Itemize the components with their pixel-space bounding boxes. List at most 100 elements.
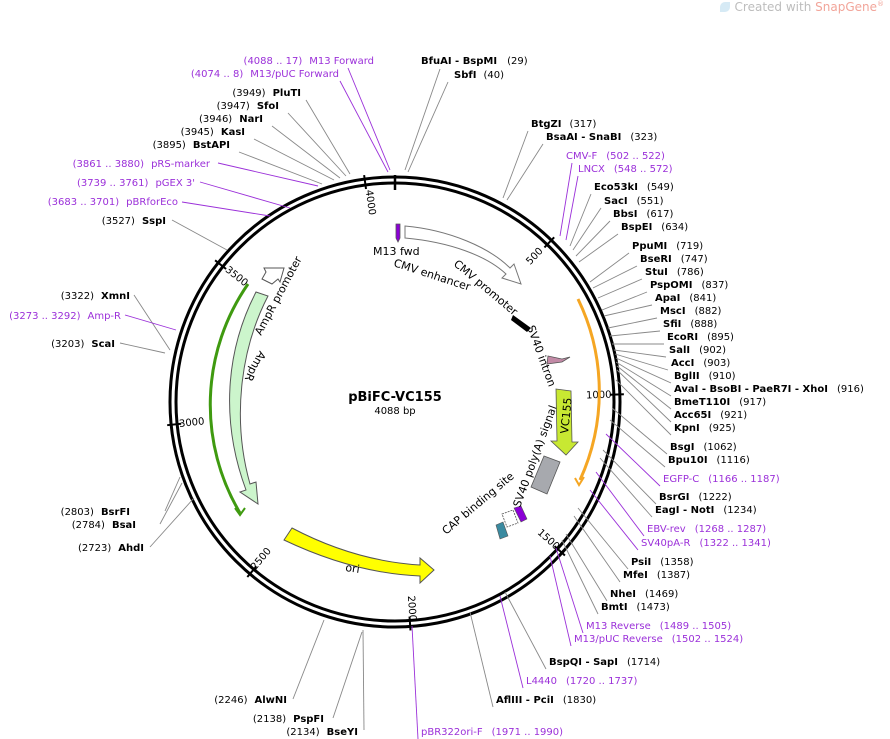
site-sep: - [698, 384, 709, 395]
feature-label-vc155: VC155 [558, 397, 575, 434]
primer-pos: (1971 .. 1990) [492, 727, 564, 738]
site-pos: (1469) [645, 589, 678, 600]
primer-name: EGFP-C [663, 474, 699, 485]
snapgene-watermark: Created with SnapGene® [719, 0, 884, 14]
site-pos: (1714) [627, 657, 660, 668]
site-leader-line [569, 193, 592, 247]
site-leader-line [407, 81, 449, 173]
site-name-2: PciI [533, 695, 553, 706]
vc155-feature [549, 388, 579, 456]
primer-leader-line [181, 201, 271, 217]
site-label: SfiI(888) [663, 319, 717, 330]
cap-binding-feature [495, 521, 509, 540]
site-name: PpuMI [632, 241, 667, 252]
feature-label-m13-fwd: M13 fwd [373, 245, 420, 258]
primer-label: (4074 .. 8)M13/pUC Forward [191, 69, 339, 80]
site-name: KpnI [674, 423, 700, 434]
sv40-intron-feature [546, 355, 571, 365]
primer-pos: (1268 .. 1287) [695, 524, 767, 535]
site-pos: (882) [695, 306, 722, 317]
primer-name: Amp-R [88, 311, 122, 322]
orange-arc-end [574, 476, 585, 487]
site-pos: (1222) [698, 492, 731, 503]
site-pos: (910) [709, 371, 736, 382]
site-name: XmnI [101, 291, 130, 302]
site-name: AccI [671, 358, 694, 369]
site-pos: (925) [709, 423, 736, 434]
site-name: Acc65I [674, 410, 711, 421]
site-pos: (719) [676, 241, 703, 252]
primer-label: (3273 .. 3292)Amp-R [9, 311, 121, 322]
primer-label: M13/pUC Reverse(1502 .. 1524) [574, 634, 743, 645]
site-label: BspQI - SapI(1714) [549, 657, 660, 668]
site-label: AflIII - PciI(1830) [496, 695, 596, 706]
primer-label: EBV-rev (1268 .. 1287) [647, 524, 766, 535]
site-leader-line [601, 291, 648, 311]
site-label: (2784)BsaI [72, 520, 136, 531]
site-name: BfuAI [421, 56, 452, 67]
site-leader-line [578, 233, 619, 263]
site-label: PspOMI(837) [650, 280, 728, 291]
site-label: BseRI(747) [640, 254, 708, 265]
tick-mark [246, 565, 258, 578]
site-pos: (3322) [61, 291, 94, 302]
site-pos: (2784) [72, 520, 105, 531]
primer-name: CMV-F [566, 151, 597, 162]
site-label: AccI(903) [671, 358, 730, 369]
tick-mark [167, 422, 182, 427]
site-label: BspEI(634) [621, 222, 688, 233]
primer-pos: (3739 .. 3761) [77, 178, 149, 189]
primer-leader-line [565, 175, 579, 241]
site-label: (3527)SspI [102, 216, 166, 227]
site-label: BmeT110I(917) [674, 397, 766, 408]
site-leader-line [253, 138, 335, 181]
site-leader-line [615, 357, 672, 384]
primer-pos: (1720 .. 1737) [566, 676, 638, 687]
site-label: (3945)KasI [181, 127, 245, 138]
plasmid-name: pBiFC-VC155 [348, 390, 442, 405]
primer-pos: (502 .. 522) [606, 151, 665, 162]
site-name: Bpu10I [668, 455, 708, 466]
site-leader-line [404, 68, 441, 171]
site-pos: (916) [837, 384, 864, 395]
primer-leader-line [589, 489, 639, 551]
site-pos: (1116) [717, 455, 750, 466]
primer-leader-line [549, 555, 572, 647]
primer-pos: (1322 .. 1341) [699, 538, 771, 549]
watermark-prefix: Created with [734, 0, 816, 14]
green-arc-end [234, 507, 246, 517]
site-leader-line [597, 278, 643, 299]
site-name: EagI [655, 505, 679, 516]
site-label: BfuAI - BspMI(29) [421, 56, 528, 67]
site-pos: (3946) [199, 114, 232, 125]
site-name: BtgZI [531, 119, 562, 130]
site-name: PspOMI [650, 280, 692, 291]
site-leader-line [603, 304, 653, 317]
site-pos: (1387) [657, 570, 690, 581]
primer-name: pBR322ori-F [421, 727, 483, 738]
site-label: EagI - NotI(1234) [655, 505, 757, 516]
primer-leader-line [499, 595, 524, 689]
tick-mark [553, 545, 566, 557]
primer-leader-line [411, 625, 419, 739]
site-name: KasI [221, 127, 245, 138]
small-feature-dashed [501, 509, 519, 528]
site-name: BsrFI [101, 507, 130, 518]
sv40-intron-bar [511, 315, 531, 332]
site-leader-line [613, 349, 667, 358]
site-label: Acc65I(921) [674, 410, 747, 421]
primer-name: EBV-rev [647, 524, 686, 535]
site-label: BmtI(1473) [601, 602, 670, 613]
site-leader-line [573, 515, 621, 583]
primer-label: CMV-F (502 .. 522) [566, 151, 665, 162]
site-pos: (1358) [660, 557, 693, 568]
site-label: AvaI - BsoBI - PaeR7I - XhoI(916) [674, 384, 864, 395]
site-leader-line [171, 219, 228, 251]
site-name: ScaI [91, 339, 115, 350]
site-leader-line [561, 539, 599, 615]
site-leader-line [565, 533, 608, 602]
site-pos: (40) [483, 70, 504, 81]
primer-pos: (3683 .. 3701) [48, 197, 120, 208]
site-pos: (2723) [78, 543, 111, 554]
site-name: MfeI [623, 570, 648, 581]
